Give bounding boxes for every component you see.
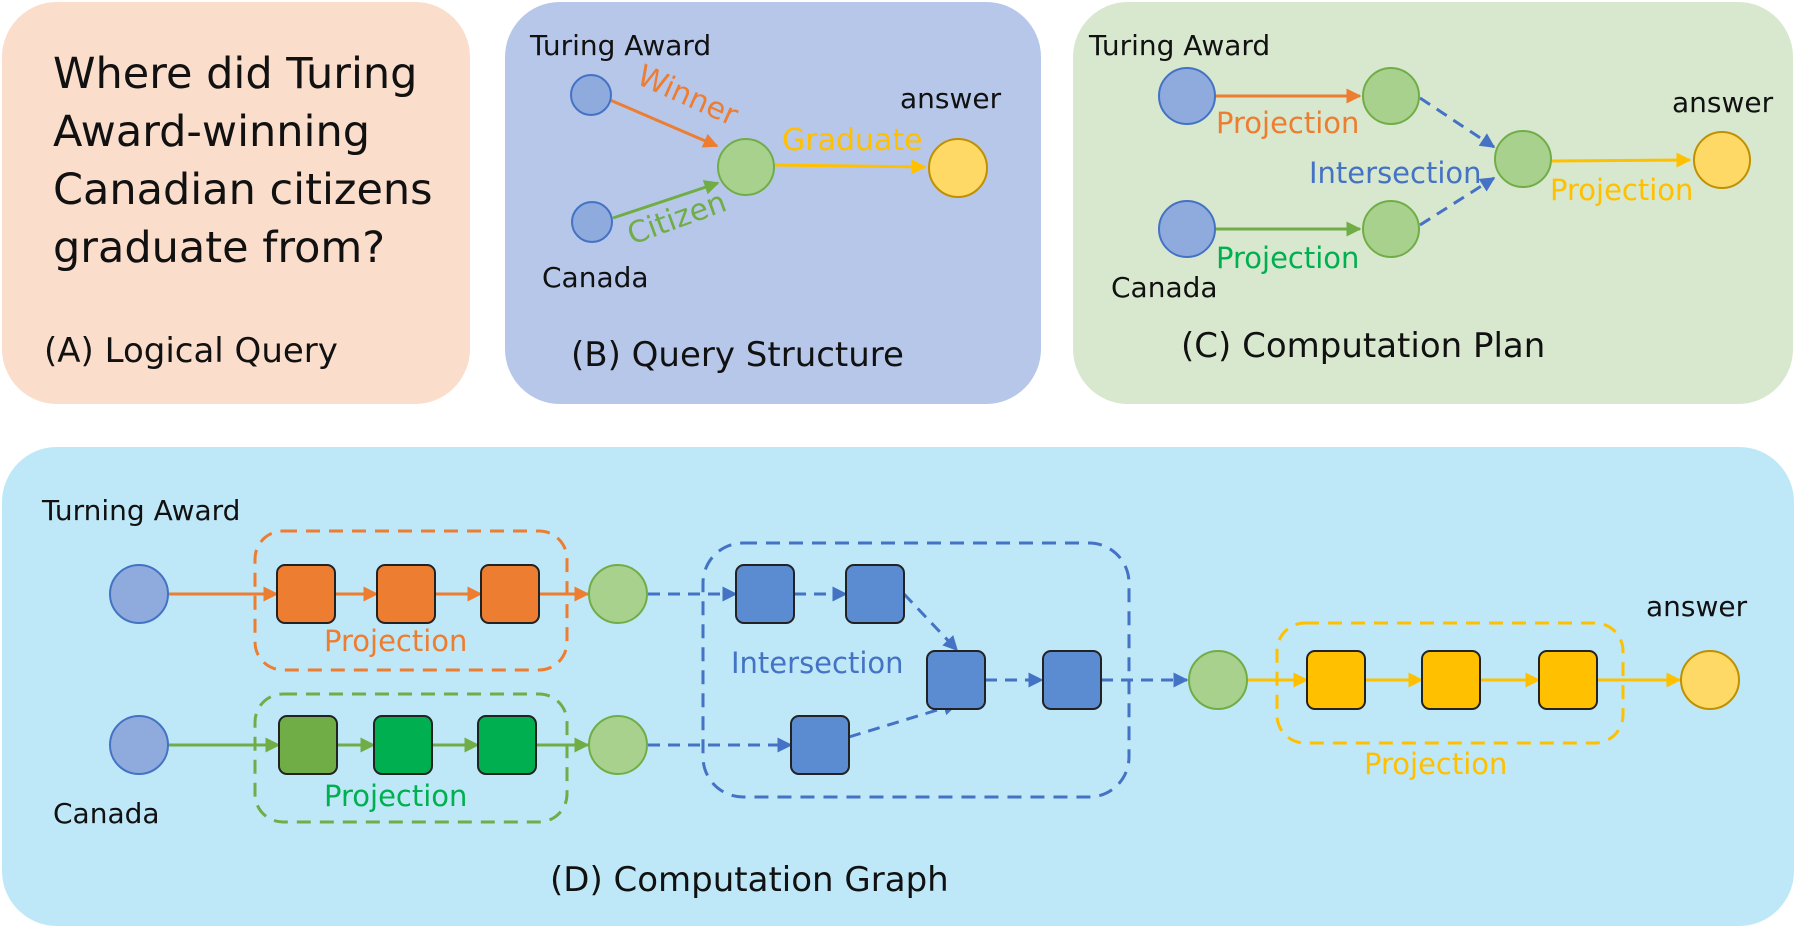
edge-intersection-bottom xyxy=(1419,176,1496,227)
node-intermediate-top xyxy=(1362,67,1420,125)
operator-box xyxy=(376,564,436,624)
panel-a-caption: (A) Logical Query xyxy=(44,331,338,371)
question-line-2: Award-winning xyxy=(53,107,370,157)
node-canada xyxy=(1158,200,1216,258)
node-turing-award xyxy=(1158,67,1216,125)
label-intersection: Intersection xyxy=(1309,156,1482,190)
operator-box xyxy=(1538,650,1598,710)
operator-box xyxy=(735,564,795,624)
projection-group-final xyxy=(1275,621,1625,745)
operator-box xyxy=(373,715,433,775)
label-projection-final: Projection xyxy=(1550,173,1693,207)
operator-box xyxy=(845,564,905,624)
operator-box xyxy=(926,650,986,710)
operator-box xyxy=(1042,650,1102,710)
node-answer xyxy=(928,138,988,198)
operator-box xyxy=(276,564,336,624)
panel-a-background xyxy=(2,2,470,404)
operator-box xyxy=(790,715,850,775)
label-turing-award: Turing Award xyxy=(529,29,711,62)
label-turing-award: Turing Award xyxy=(1088,29,1270,62)
panel-b-caption: (B) Query Structure xyxy=(571,335,904,375)
node-answer xyxy=(1680,650,1740,710)
operator-box xyxy=(480,564,540,624)
operator-box xyxy=(1421,650,1481,710)
panel-c-computation-plan: Turing Award Canada answer Projection Pr… xyxy=(1073,2,1793,404)
label-projection-bottom: Projection xyxy=(1216,241,1359,275)
edge-d-int-3 xyxy=(902,592,959,652)
edge-graduate xyxy=(773,159,927,175)
panel-c-background xyxy=(1073,2,1793,404)
edge-intersection-top xyxy=(1419,96,1496,149)
node-intersection-result xyxy=(1494,130,1552,188)
operator-box xyxy=(278,715,338,775)
label-answer: answer xyxy=(900,82,1002,115)
panel-c-caption: (C) Computation Plan xyxy=(1181,326,1545,366)
node-turning-award xyxy=(109,564,169,624)
panel-b-background xyxy=(505,2,1041,404)
node-canada xyxy=(571,201,613,243)
label-projection-top: Projection xyxy=(1216,106,1359,140)
panel-d-computation-graph: Turning Award Canada answer Projection P… xyxy=(2,447,1794,926)
label-projection-final: Projection xyxy=(1364,747,1507,781)
node-intermediate-top xyxy=(588,564,648,624)
label-intersection: Intersection xyxy=(731,646,904,680)
panel-d-background xyxy=(2,447,1794,926)
projection-group-top xyxy=(253,529,569,672)
label-projection-bottom: Projection xyxy=(324,779,467,813)
node-intersection-result xyxy=(1188,650,1248,710)
label-canada: Canada xyxy=(1111,271,1218,304)
node-answer xyxy=(1693,131,1751,189)
label-answer: answer xyxy=(1646,590,1748,623)
panel-d-caption: (D) Computation Graph xyxy=(550,860,949,900)
operator-box xyxy=(477,715,537,775)
node-canada xyxy=(109,715,169,775)
label-turning-award: Turning Award xyxy=(41,494,240,527)
question-line-1: Where did Turing xyxy=(53,49,417,99)
panel-b-query-structure: Turing Award Canada answer Winner Citize… xyxy=(505,2,1041,404)
label-projection-top: Projection xyxy=(324,624,467,658)
node-intermediate xyxy=(717,138,775,196)
node-turing-award xyxy=(570,74,612,116)
label-canada: Canada xyxy=(542,261,649,294)
edge-winner xyxy=(609,98,719,148)
operator-box xyxy=(1306,650,1366,710)
label-canada: Canada xyxy=(53,797,160,830)
projection-group-bottom xyxy=(253,692,569,824)
question-line-3: Canadian citizens xyxy=(53,165,433,215)
node-intermediate-bottom xyxy=(1362,200,1420,258)
edge-projection-final xyxy=(1551,152,1692,168)
panel-a-logical-query: Where did Turing Award-winning Canadian … xyxy=(2,2,470,404)
node-intermediate-bottom xyxy=(588,715,648,775)
question-line-4: graduate from? xyxy=(53,223,385,273)
edge-citizen xyxy=(612,180,720,220)
label-answer: answer xyxy=(1672,86,1774,119)
label-graduate: Graduate xyxy=(782,123,923,158)
intersection-group xyxy=(701,541,1131,799)
